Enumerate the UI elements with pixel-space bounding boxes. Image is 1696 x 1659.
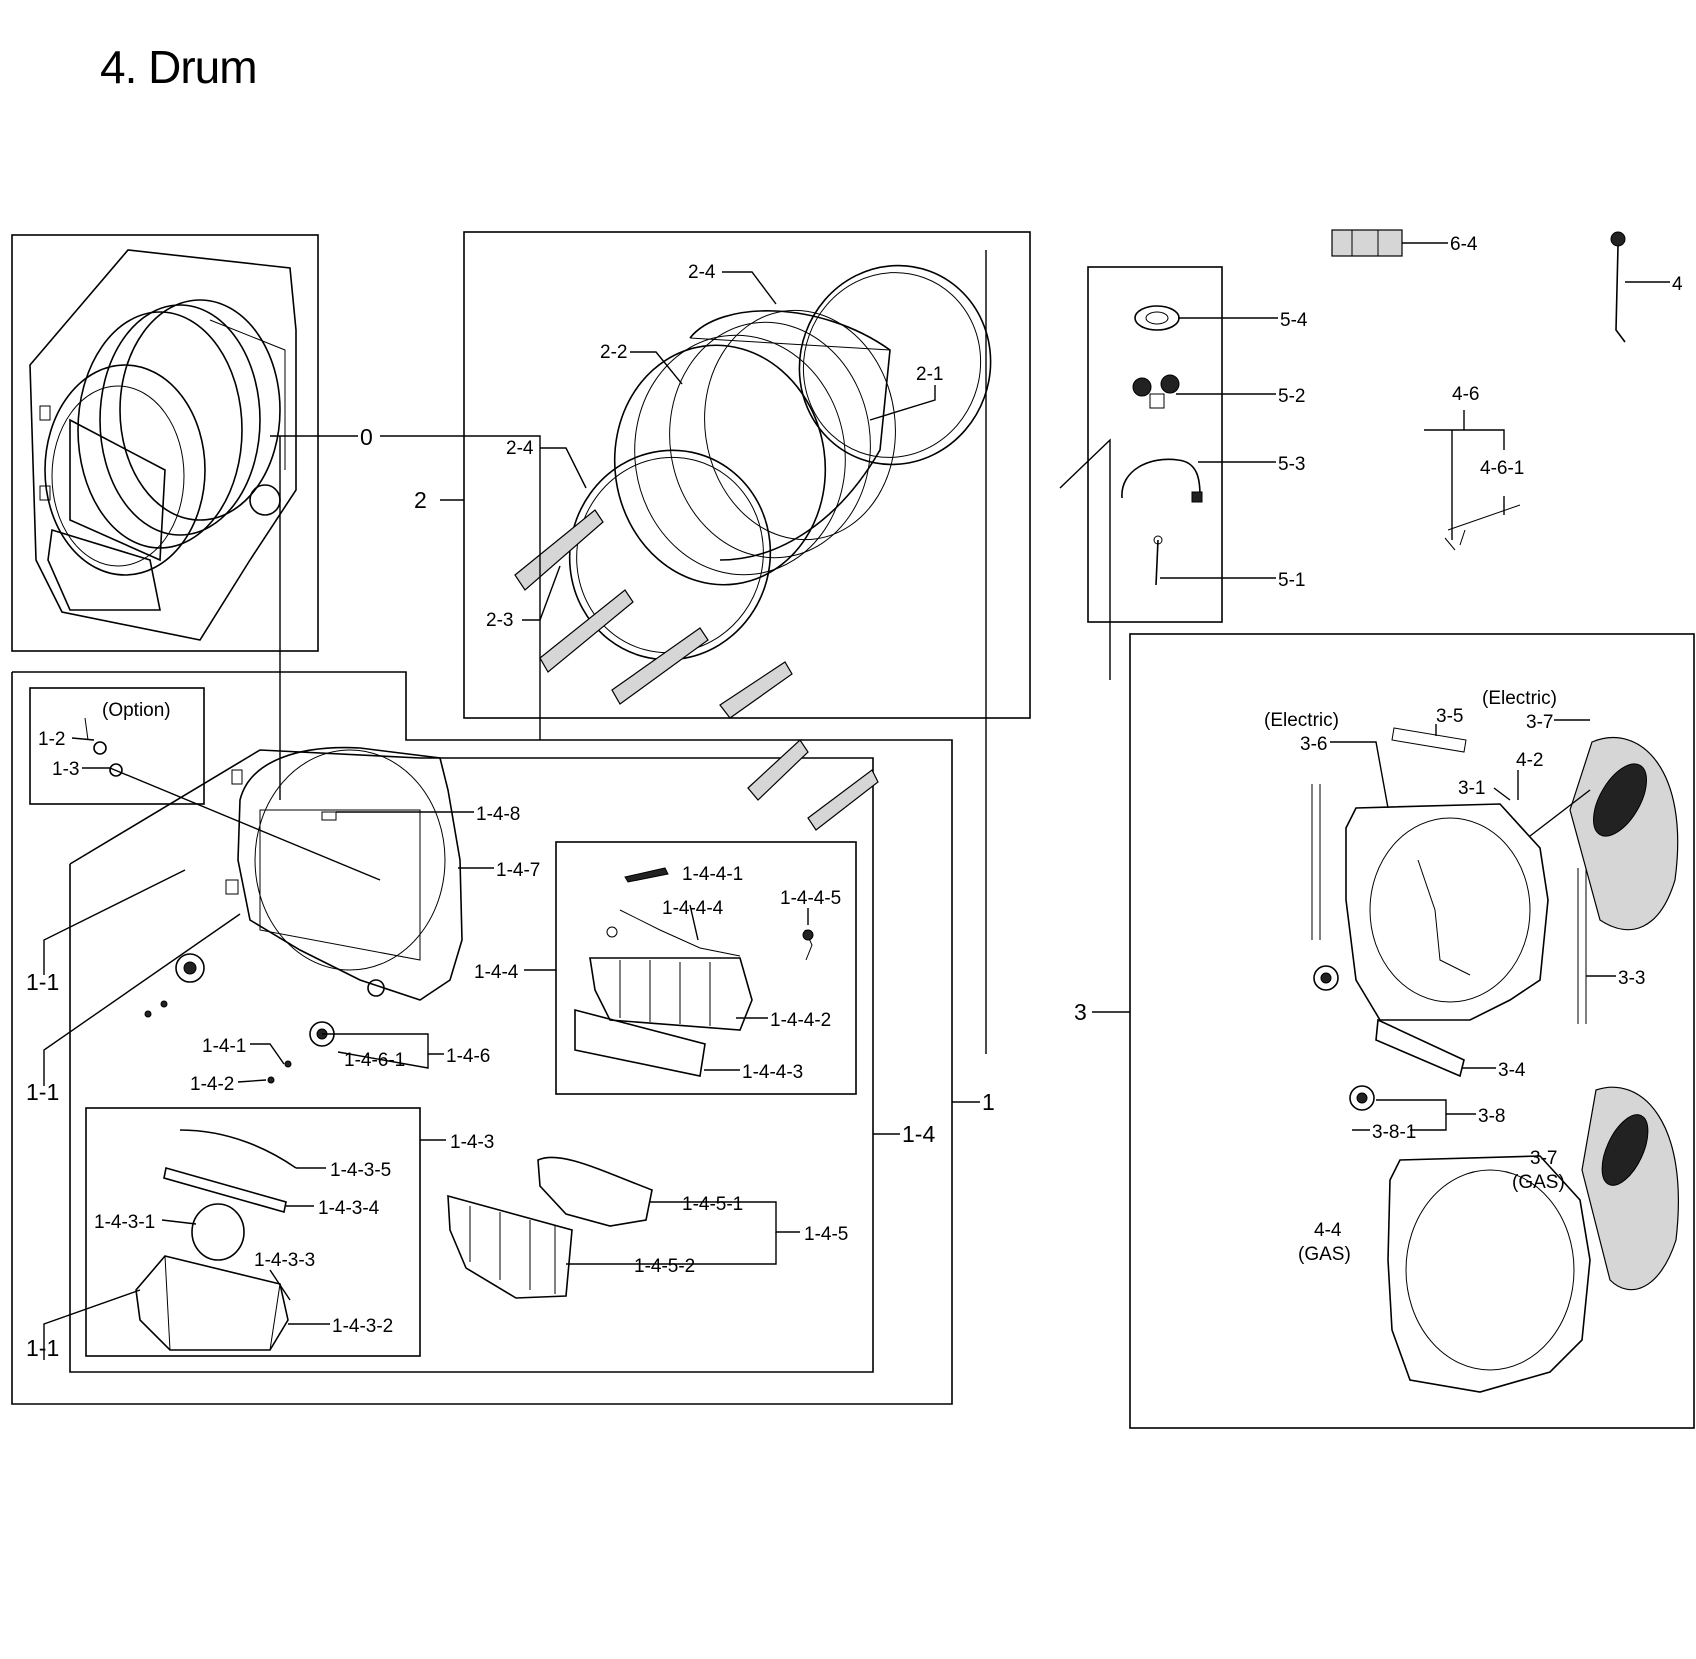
label-2-3: 2-3 (486, 610, 513, 631)
label-4-6: 4-6 (1452, 384, 1479, 405)
label-1-4-4-5: 1-4-4-5 (780, 888, 841, 909)
label-5-4: 5-4 (1280, 310, 1308, 331)
label-4: 4 (1672, 274, 1683, 295)
label-3-8: 3-8 (1478, 1106, 1505, 1127)
frame-drum-2 (463, 231, 1031, 719)
frame-rear-3 (1129, 633, 1695, 1429)
label-2-2: 2-2 (600, 342, 627, 363)
label-4-2: 4-2 (1516, 750, 1543, 771)
label-1-4-1: 1-4-1 (202, 1036, 246, 1057)
label-2-1: 2-1 (916, 364, 943, 385)
label-1-4-7: 1-4-7 (496, 860, 540, 881)
frame-front-1 (11, 671, 953, 1405)
label-1-4-5-2: 1-4-5-2 (634, 1256, 695, 1277)
frame-gas-kit-5 (1087, 266, 1223, 623)
label-1-4-3-5: 1-4-3-5 (330, 1160, 391, 1181)
label-4-4: 4-4 (1314, 1220, 1342, 1241)
frame-1-4-3 (85, 1107, 421, 1357)
label-3-1: 3-1 (1458, 778, 1485, 799)
label-1-4-3-1: 1-4-3-1 (94, 1212, 155, 1233)
label-5-2: 5-2 (1278, 386, 1305, 407)
misc-parts-illustration (1331, 229, 1626, 551)
lint-filter-illustration (447, 1156, 653, 1299)
drum-illustration (514, 264, 992, 719)
label-1-4-3-2: 1-4-3-2 (332, 1316, 393, 1337)
frame-assembly-0 (11, 234, 319, 652)
label-electric-b: (Electric) (1482, 688, 1557, 709)
label-1-4-4-4: 1-4-4-4 (662, 898, 724, 919)
label-1-4-3-4: 1-4-3-4 (318, 1198, 380, 1219)
label-3-7-b: 3-7 (1530, 1148, 1557, 1169)
label-1-4-5-1: 1-4-5-1 (682, 1194, 743, 1215)
label-3: 3 (1074, 999, 1087, 1025)
label-electric-a: (Electric) (1264, 710, 1339, 731)
label-1-4: 1-4 (902, 1121, 935, 1147)
part-labels: 0 2 2-4 2-2 2-1 2-4 2-3 1 1-4 (Option) 1… (26, 234, 1683, 1361)
label-5-3: 5-3 (1278, 454, 1305, 475)
label-1-4-3-3: 1-4-3-3 (254, 1250, 315, 1271)
label-gas-b: (GAS) (1298, 1244, 1351, 1265)
label-1-4-2: 1-4-2 (190, 1074, 234, 1095)
label-5-1: 5-1 (1278, 570, 1305, 591)
label-1-1-c: 1-1 (26, 1335, 59, 1361)
label-3-7-a: 3-7 (1526, 712, 1553, 733)
label-0: 0 (360, 424, 373, 450)
label-1-4-4: 1-4-4 (474, 962, 519, 983)
label-2-4-side: 2-4 (506, 438, 534, 459)
front-panel-illustration (84, 717, 879, 1084)
label-1-1-a: 1-1 (26, 969, 59, 995)
assembled-dryer-illustration (29, 249, 297, 641)
frame-front-1-4 (69, 749, 874, 1373)
duct-illustration (135, 1129, 297, 1351)
drum-seal-rear (798, 264, 992, 466)
section-frames (11, 231, 1695, 1429)
label-4-6-1: 4-6-1 (1480, 458, 1524, 479)
label-1-1-b: 1-1 (26, 1079, 59, 1105)
label-2: 2 (414, 487, 427, 513)
label-option: (Option) (102, 700, 171, 721)
drum-body-front (613, 344, 827, 586)
frame-option (29, 687, 205, 805)
label-gas-a: (GAS) (1512, 1172, 1565, 1193)
label-1-4-6: 1-4-6 (446, 1046, 490, 1067)
lint-guide-illustration (574, 867, 814, 1077)
frame-1-4-4 (555, 841, 857, 1095)
leader-lines (43, 242, 1670, 1360)
label-3-3: 3-3 (1618, 968, 1645, 989)
label-1-2: 1-2 (38, 729, 65, 750)
label-3-6: 3-6 (1300, 734, 1327, 755)
label-3-8-1: 3-8-1 (1372, 1122, 1416, 1143)
label-1-4-3: 1-4-3 (450, 1132, 494, 1153)
label-1: 1 (982, 1089, 995, 1115)
gas-kit-illustration (1121, 305, 1203, 586)
label-1-4-8: 1-4-8 (476, 804, 520, 825)
label-1-4-4-2: 1-4-4-2 (770, 1010, 831, 1031)
label-1-4-4-1: 1-4-4-1 (682, 864, 743, 885)
label-3-4: 3-4 (1498, 1060, 1526, 1081)
label-1-4-5: 1-4-5 (804, 1224, 848, 1245)
label-3-5: 3-5 (1436, 706, 1463, 727)
label-2-4-top: 2-4 (688, 262, 716, 283)
label-1-4-6-1: 1-4-6-1 (344, 1050, 405, 1071)
label-1-4-4-3: 1-4-4-3 (742, 1062, 803, 1083)
label-1-3: 1-3 (52, 759, 79, 780)
page-title: 4. Drum (100, 41, 258, 93)
rear-panel-illustration (1311, 727, 1679, 1393)
label-6-4: 6-4 (1450, 234, 1478, 255)
